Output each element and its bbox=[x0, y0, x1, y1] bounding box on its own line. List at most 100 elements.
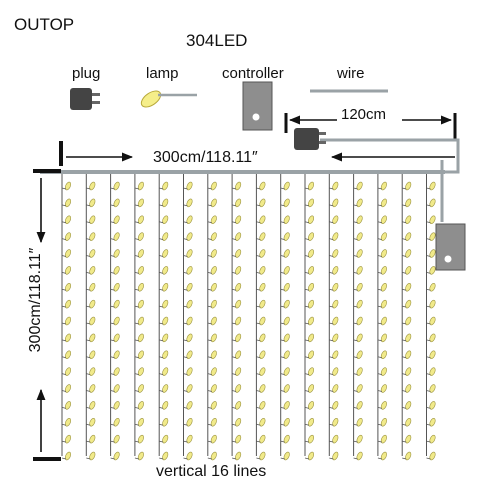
led-bulb bbox=[186, 333, 193, 343]
led-bulb bbox=[64, 418, 72, 427]
led-stem bbox=[86, 440, 91, 443]
led-stem bbox=[110, 373, 115, 376]
led-stem bbox=[86, 238, 91, 241]
led-bulb bbox=[405, 181, 412, 191]
led-bulb bbox=[429, 401, 436, 410]
led-stem bbox=[426, 457, 431, 460]
led-stem bbox=[329, 440, 334, 443]
led-stem bbox=[232, 322, 237, 325]
led-stem bbox=[207, 457, 212, 460]
led-strand bbox=[158, 174, 169, 461]
led-bulb bbox=[137, 232, 144, 241]
led-bulb bbox=[113, 266, 120, 275]
led-bulb bbox=[162, 266, 169, 275]
led-bulb bbox=[113, 434, 120, 444]
led-stem bbox=[304, 271, 310, 274]
led-stem bbox=[86, 271, 91, 274]
led-bulb bbox=[162, 451, 169, 461]
led-bulb bbox=[89, 232, 96, 241]
legend-lamp-label: lamp bbox=[146, 65, 179, 82]
led-bulb bbox=[186, 384, 193, 393]
led-stem bbox=[329, 373, 334, 376]
led-stem bbox=[86, 255, 91, 257]
led-bulb bbox=[89, 198, 96, 208]
led-stem bbox=[353, 255, 358, 257]
led-bulb bbox=[283, 316, 290, 326]
led-bulb bbox=[356, 384, 363, 393]
led-bulb bbox=[64, 215, 72, 224]
led-stem bbox=[426, 339, 431, 342]
led-bulb bbox=[137, 181, 144, 191]
led-stem bbox=[183, 204, 188, 207]
led-bulb bbox=[89, 367, 96, 376]
led-bulb bbox=[259, 401, 266, 410]
led-bulb bbox=[162, 401, 169, 410]
led-stem bbox=[329, 406, 334, 409]
led-bulb bbox=[283, 350, 290, 359]
led-stem bbox=[207, 373, 212, 376]
controller-icon bbox=[242, 81, 273, 131]
led-bulb bbox=[356, 367, 363, 376]
led-bulb bbox=[137, 249, 144, 258]
led-bulb bbox=[283, 434, 290, 444]
led-bulb bbox=[162, 181, 169, 191]
led-bulb bbox=[235, 283, 242, 292]
led-bulb bbox=[186, 232, 193, 241]
led-stem bbox=[304, 255, 310, 257]
led-stem bbox=[377, 221, 382, 224]
led-bulb bbox=[380, 299, 387, 309]
led-stem bbox=[110, 305, 115, 308]
led-bulb bbox=[64, 181, 72, 191]
led-bulb bbox=[283, 384, 290, 393]
led-stem bbox=[110, 187, 115, 190]
led-bulb bbox=[89, 299, 96, 309]
led-stem bbox=[134, 373, 139, 376]
led-stem bbox=[256, 288, 261, 291]
led-bulb bbox=[429, 232, 436, 241]
led-bulb bbox=[283, 299, 290, 309]
led-bulb bbox=[89, 283, 96, 292]
led-bulb bbox=[307, 401, 315, 410]
led-stem bbox=[207, 255, 212, 257]
led-stem bbox=[134, 406, 139, 409]
led-stem bbox=[353, 238, 358, 241]
led-stem bbox=[280, 305, 285, 308]
led-bulb bbox=[113, 418, 120, 427]
led-bulb bbox=[405, 316, 412, 326]
led-bulb bbox=[332, 198, 339, 208]
led-stem bbox=[207, 322, 212, 325]
led-bulb bbox=[380, 198, 387, 208]
led-stem bbox=[61, 238, 67, 241]
led-stem bbox=[183, 457, 188, 460]
led-stem bbox=[353, 221, 358, 224]
led-stem bbox=[402, 390, 407, 392]
width-dimension bbox=[59, 141, 455, 166]
led-bulb bbox=[210, 232, 217, 241]
led-stem bbox=[159, 305, 164, 308]
led-stem bbox=[232, 204, 237, 207]
led-stem bbox=[329, 204, 334, 207]
led-stem bbox=[159, 406, 164, 409]
led-stem bbox=[377, 204, 382, 207]
led-bulb bbox=[113, 299, 120, 309]
led-stem bbox=[402, 322, 407, 325]
led-bulb bbox=[405, 249, 412, 258]
led-bulb bbox=[283, 401, 290, 410]
led-bulb bbox=[283, 418, 290, 427]
led-bulb bbox=[137, 384, 144, 393]
led-stem bbox=[377, 187, 382, 190]
led-bulb bbox=[283, 451, 290, 461]
led-stem bbox=[134, 390, 139, 392]
led-bulb bbox=[307, 367, 315, 376]
led-stem bbox=[207, 305, 212, 308]
led-bulb bbox=[259, 384, 266, 393]
led-stem bbox=[159, 356, 164, 359]
led-stem bbox=[402, 204, 407, 207]
led-strand bbox=[134, 174, 144, 461]
led-stem bbox=[110, 457, 115, 460]
led-stem bbox=[280, 204, 285, 207]
led-stem bbox=[329, 390, 334, 392]
led-stem bbox=[304, 204, 310, 207]
led-stem bbox=[110, 204, 115, 207]
led-stem bbox=[159, 187, 164, 190]
